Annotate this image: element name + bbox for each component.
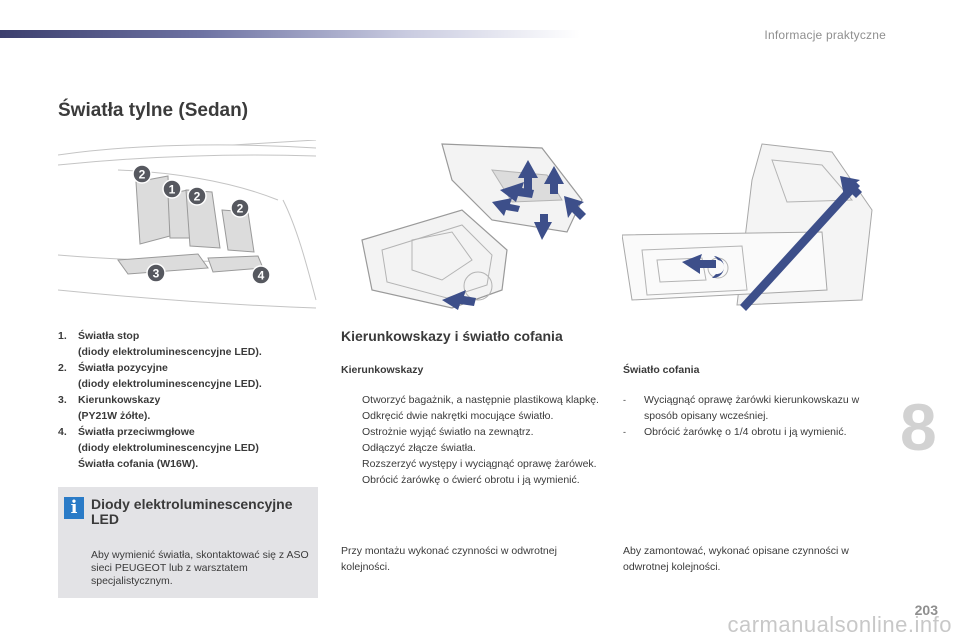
list-item-text: Obrócić żarówkę o ćwierć obrotu i ją wym… [362, 474, 580, 486]
column-title: Światło cofania [623, 364, 700, 376]
info-body: Aby wymienić światła, skontaktować się z… [91, 549, 309, 587]
list-item-text: Odkręcić dwie nakrętki mocujące światło. [362, 410, 554, 422]
list-item: - Wyciągnąć oprawę żarówki kierunkowskazu… [623, 392, 885, 424]
legend-item: 1. Światła stop (diody elektroluminescenc… [58, 328, 328, 360]
legend-item: 4. Światła przeciwmgłowe (diody elektrolu… [58, 424, 328, 472]
bullet-icon [341, 408, 362, 424]
list-item: Odłączyć złącze światła. [341, 440, 603, 456]
list-item: Rozszerzyć występy i wyciągnąć oprawę ża… [341, 456, 603, 472]
turn-signal-footer: Przy montażu wykonać czynności w odwrotn… [341, 545, 557, 573]
list-item-text: Wyciągnąć oprawę żarówki kierunkowskazu … [644, 394, 860, 422]
legend-subtext: Światła cofania (W16W). [78, 458, 199, 470]
arrow-icon [840, 176, 862, 198]
label-badge-text: 2 [139, 168, 146, 182]
label-badge-text: 4 [258, 269, 265, 283]
legend-subtext: (diody elektroluminescencyjne LED). [78, 346, 262, 358]
reverse-light-footer: Aby zamontować, wykonać opisane czynnośc… [623, 545, 849, 573]
info-icon: i [64, 497, 84, 519]
bullet-icon [341, 456, 362, 472]
legend-item: 2. Światła pozycyjne (diody elektrolumine… [58, 360, 328, 392]
turn-signal-instructions: Kierunkowskazy Otworzyć bagażnik, a nast… [341, 362, 603, 488]
label-badge [230, 198, 250, 218]
label-badge-text: 3 [153, 267, 160, 281]
page-number: 203 [914, 602, 938, 618]
list-item: Ostrożnie wyjąć światło na zewnątrz. [341, 424, 603, 440]
turn-signal-removal-diagram [361, 143, 586, 310]
arrow-icon [534, 214, 552, 240]
dash-mark: - [623, 395, 626, 405]
legend-subtext: (PY21W żółte). [78, 410, 151, 422]
arrow-icon [518, 160, 538, 190]
bullet-icon [341, 440, 362, 456]
header-gradient-bar [0, 30, 580, 38]
arrows [442, 160, 586, 310]
chapter-number: 8 [900, 390, 937, 464]
arrow-icon [442, 290, 476, 310]
arrow-icon [564, 196, 586, 220]
list-item: Obrócić żarówkę o ćwierć obrotu i ją wym… [341, 472, 603, 488]
page-title: Światła tylne (Sedan) [58, 100, 249, 121]
arrow-icon [682, 254, 716, 274]
reverse-light-diagram [622, 143, 873, 311]
figure-legend: 1. Światła stop (diody elektroluminescenc… [58, 328, 328, 472]
dash-mark: - [623, 427, 626, 437]
list-item-text: Odłączyć złącze światła. [362, 442, 476, 454]
list-item-text: Rozszerzyć występy i wyciągnąć oprawę ża… [362, 458, 597, 470]
legend-item: 3. Kierunkowskazy (PY21W żółte). [58, 392, 328, 424]
reverse-light-instructions: Światło cofania - Wyciągnąć oprawę żarówk… [623, 362, 885, 440]
section-title: Kierunkowskazy i światło cofania [341, 328, 563, 344]
section-header: Informacje praktyczne [764, 28, 886, 42]
label-badge [251, 265, 271, 285]
watermark: carmanualsonline.info [727, 612, 952, 637]
bullet-icon [341, 472, 362, 488]
legend-text: Światła pozycyjne [78, 362, 168, 374]
arrow-icon [500, 182, 534, 202]
label-badge-text: 1 [169, 183, 176, 197]
legend-subtext: (diody elektroluminescencyjne LED) [78, 442, 259, 454]
legend-num: 1. [58, 330, 67, 342]
bullet-icon [341, 392, 362, 408]
list-item-text: Ostrożnie wyjąć światło na zewnątrz. [362, 426, 534, 438]
label-badge [187, 186, 207, 206]
list-item-text: Obrócić żarówkę o 1/4 obrotu i ją wymien… [644, 426, 847, 438]
legend-num: 3. [58, 394, 67, 406]
list-item: Otworzyć bagażnik, a następnie plastikow… [341, 392, 603, 408]
figure1-labels: 2 1 2 2 3 4 [132, 164, 271, 285]
rear-lights-diagram: 2 1 2 2 3 4 [58, 140, 318, 310]
label-badge-text: 2 [237, 202, 244, 216]
label-badge [132, 164, 152, 184]
legend-subtext: (diody elektroluminescencyjne LED). [78, 378, 262, 390]
list-item-text: Otworzyć bagażnik, a następnie plastikow… [362, 394, 599, 406]
legend-text: Światła stop [78, 330, 140, 342]
info-title: Diody elektroluminescencyjne LED [91, 496, 293, 527]
legend-num: 4. [58, 426, 67, 438]
bullet-icon [341, 424, 362, 440]
pointer-line [740, 180, 860, 311]
list-item: Odkręcić dwie nakrętki mocujące światło. [341, 408, 603, 424]
column-title: Kierunkowskazy [341, 364, 424, 376]
legend-text: Światła przeciwmgłowe [78, 426, 195, 438]
label-badge [162, 179, 182, 199]
label-badge-text: 2 [194, 190, 201, 204]
legend-num: 2. [58, 362, 67, 374]
label-badge [146, 263, 166, 283]
legend-text: Kierunkowskazy [78, 394, 161, 406]
arrow-icon [492, 198, 520, 216]
info-box: i Diody elektroluminescencyjne LED Aby w… [58, 487, 318, 598]
arrow-icon [544, 166, 564, 194]
list-item: - Obrócić żarówkę o 1/4 obrotu i ją wymie… [623, 424, 885, 440]
